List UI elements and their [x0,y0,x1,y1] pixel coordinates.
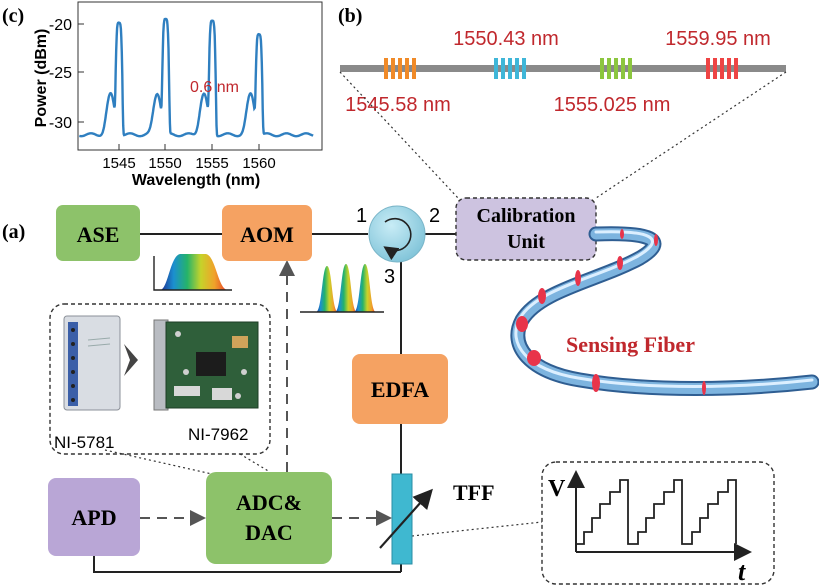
grating-stripe [734,58,738,79]
circulator-port-2: 2 [429,205,440,227]
ase-label: ASE [77,222,120,247]
spectrum-axes-frame [77,1,323,151]
fpga-board-icon [153,319,259,411]
grating-stripe [412,58,416,79]
grating-stripe [621,58,625,79]
adc-dac-box: ADC& DAC [206,472,332,564]
grating-stripe [713,58,717,79]
grating-stripe [720,58,724,79]
spacing-annotation: 0.6 nm [190,79,239,96]
x-tick-label: 1555 [195,155,228,172]
apd-box: APD [48,478,140,556]
chevron-right-icon [124,344,138,376]
broadband-spectrum-icon [153,254,232,291]
ase-box: ASE [56,205,140,261]
panel-label-a: (a) [2,221,25,243]
calibration-label: Unit [507,231,545,253]
circulator-port-1: 1 [356,205,367,227]
spectrum-plot: -20 -25 -30 1545 1550 1555 1560 Waveleng… [33,1,323,189]
sweep-x-label: t [738,557,746,586]
grating-1545 [384,58,416,79]
staircase-signal [576,479,737,545]
grating-stripe [727,58,731,79]
aom-box: AOM [222,205,312,261]
spectrum-trace [79,17,314,138]
grating-wavelength-label: 1555.025 nm [554,94,671,116]
calibration-label: Calibration [477,205,576,227]
panel-label-b: (b) [338,5,362,27]
grating-wavelength-label: 1559.95 nm [665,28,771,50]
grating-stripe [522,58,526,79]
optical-paths [93,233,456,573]
adc-dac-label: ADC& [236,490,302,515]
grating-stripe [405,58,409,79]
hardware-callout: NI-5781 NI-7962 [49,303,271,455]
circulator-arrow-icon [383,217,412,261]
sweep-waveform: V t [541,461,775,586]
x-tick-label: 1550 [148,155,181,172]
apd-label: APD [71,505,116,530]
grating-wavelength-label: 1545.58 nm [345,94,451,116]
grating-1550 [494,58,526,79]
tff-filter: TFF [379,473,495,565]
zoom-line-right [595,71,787,199]
calibration-unit: Calibration Unit [455,197,597,261]
sensing-fiber-label: Sensing Fiber [566,332,695,357]
x-tick-label: 1545 [102,155,135,172]
y-tick-label: -25 [49,65,72,82]
digitizer-label: NI-5781 [54,433,114,452]
tunable-arrow-icon [379,488,433,549]
grating-stripe [391,58,395,79]
grating-stripe [398,58,402,79]
spectrum-y-axis-label: Power (dBm) [33,29,50,128]
grating-1555 [600,58,632,79]
y-tick-label: -20 [49,17,72,34]
aom-label: AOM [240,222,294,247]
x-tick-label: 1560 [242,155,275,172]
grating-stripe [614,58,618,79]
grating-stripe [508,58,512,79]
spectrum-x-axis-label: Wavelength (nm) [132,172,260,189]
circulator-port-3: 3 [384,266,395,288]
grating-wavelength-label: 1550.43 nm [453,28,559,50]
tff-label: TFF [453,480,495,505]
circulator: 1 2 3 [356,205,440,288]
zoom-line-left [339,71,459,199]
fiber-strip [340,65,786,72]
grating-stripe [501,58,505,79]
grating-stripe [706,58,710,79]
callout-lines [104,449,543,537]
digitizer-module-icon [63,315,121,411]
control-signals [140,260,392,526]
grating-stripe [628,58,632,79]
grating-stripe [515,58,519,79]
adc-dac-label: DAC [245,520,293,545]
sensing-fiber: Sensing Fiber [510,226,819,396]
edfa-box: EDFA [352,354,448,424]
sweep-y-label: V [548,476,566,502]
grating-1560 [706,58,738,79]
fbg-array: 1545.58 nm 1550.43 nm 1555.025 nm 1559.9… [339,28,787,199]
edfa-label: EDFA [371,377,429,402]
grating-stripe [600,58,604,79]
grating-stripe [494,58,498,79]
y-tick-label: -30 [49,115,72,132]
fpga-label: NI-7962 [188,425,248,444]
pulse-comb-icon [300,264,384,313]
panel-label-c: (c) [2,5,24,27]
fiber-gratings [516,229,706,395]
grating-stripe [607,58,611,79]
grating-stripe [384,58,388,79]
